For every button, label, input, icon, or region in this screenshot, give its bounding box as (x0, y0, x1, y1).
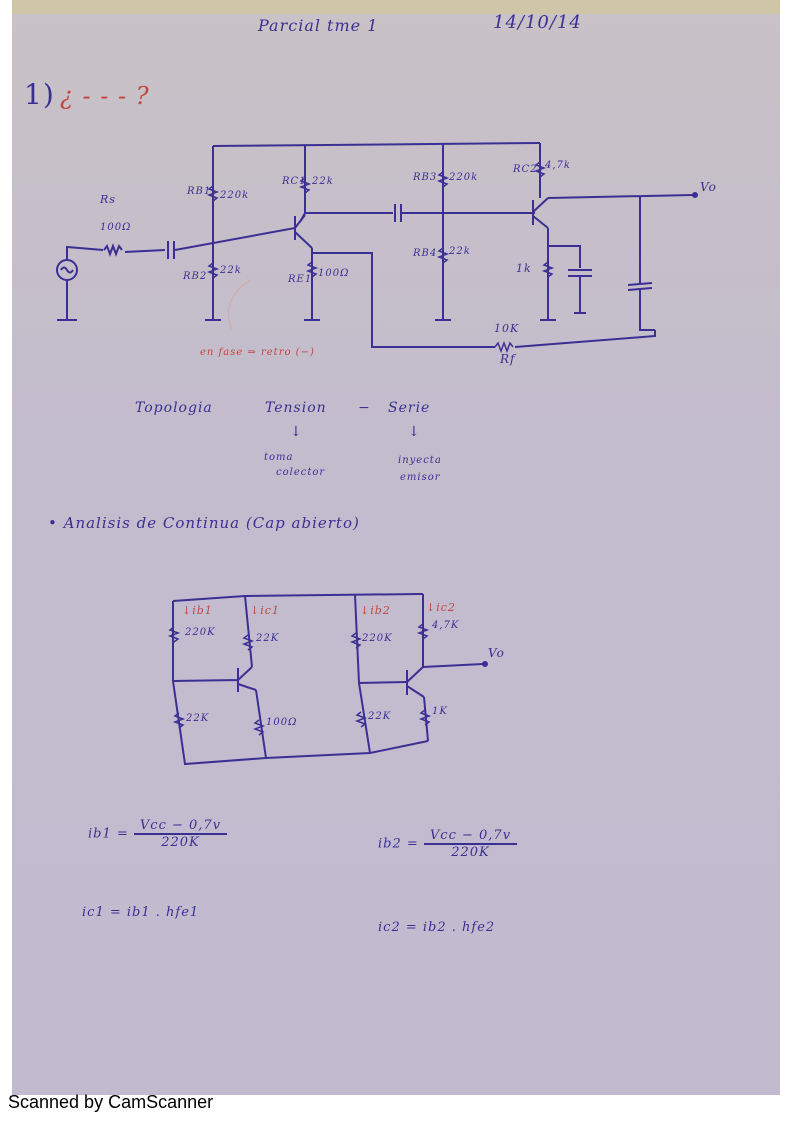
equation-ic1: ic1 = ib1 . hfe1 (82, 905, 200, 920)
phase-note: en fase ⇒ retro (−) (200, 347, 315, 358)
arrow-down-icon: ↓ (426, 601, 437, 614)
rb4-value: 22k (449, 246, 471, 257)
rc2-label: RC2 (513, 164, 538, 175)
r-4-7k: 4,7K (432, 620, 460, 631)
rf-label: Rf (500, 352, 516, 366)
question-text: ¿ - - - ? (60, 82, 150, 110)
note-1-line-2: colector (276, 467, 326, 478)
scanned-page (12, 0, 780, 1095)
rf-value: 10K (494, 322, 520, 335)
arrow-down-icon: ↓ (182, 604, 193, 617)
rb3-value: 220k (449, 172, 479, 183)
r-220k-1: 220K (185, 627, 216, 638)
rb1-value: 220k (220, 190, 250, 201)
arrow-down-icon: ↓ (250, 604, 261, 617)
page-date: 14/10/14 (493, 12, 582, 33)
arrow-down-icon: ↓ (408, 424, 421, 440)
current-ib2: ↓ib2 (360, 604, 391, 617)
rb3-label: RB3 (413, 172, 438, 183)
rc1-value: 22k (312, 176, 334, 187)
page-title: Parcial tme 1 (258, 16, 379, 35)
arrow-down-icon: ↓ (360, 604, 371, 617)
question-number: 1) (24, 78, 55, 111)
vo-label-2: Vo (488, 646, 505, 660)
equation-ic2: ic2 = ib2 . hfe2 (378, 920, 496, 935)
rs-value: 100Ω (100, 222, 132, 233)
current-ic1: ↓ic1 (250, 604, 280, 617)
note-2-line-1: inyecta (398, 455, 442, 466)
r-22k-1: 22K (256, 633, 280, 644)
re1-label: RE1 (288, 274, 313, 285)
r-220k-2: 220K (362, 633, 393, 644)
rb2-value: 22k (220, 265, 242, 276)
topology-type-1: Tension (265, 400, 327, 416)
r-100-ohm: 100Ω (266, 717, 298, 728)
rs-label: Rs (100, 193, 116, 206)
vo-label: Vo (700, 180, 717, 194)
r-22k-3: 22K (368, 711, 392, 722)
note-2-line-2: emisor (400, 472, 441, 483)
r-22k-2: 22K (186, 713, 210, 724)
topology-label: Topologia (135, 400, 213, 416)
note-1-line-1: toma (264, 452, 294, 463)
current-ic2: ↓ic2 (426, 601, 456, 614)
rc2-value: 4,7k (545, 160, 571, 171)
arrow-down-icon: ↓ (290, 424, 303, 440)
page-edge (12, 0, 780, 14)
rb1-label: RB1 (187, 186, 212, 197)
rb2-label: RB2 (183, 271, 208, 282)
dc-analysis-title: • Analisis de Continua (Cap abierto) (48, 514, 360, 532)
re2-value: 1k (516, 262, 532, 275)
r-1k: 1K (432, 706, 448, 717)
topology-type-2: Serie (388, 400, 431, 416)
current-ib1: ↓ib1 (182, 604, 213, 617)
rc1-label: RC1 (282, 176, 307, 187)
re1-value: 100Ω (318, 268, 350, 279)
topology-dash: − (358, 400, 371, 416)
scanner-watermark: Scanned by CamScanner (8, 1092, 214, 1112)
rb4-label: RB4 (413, 248, 438, 259)
